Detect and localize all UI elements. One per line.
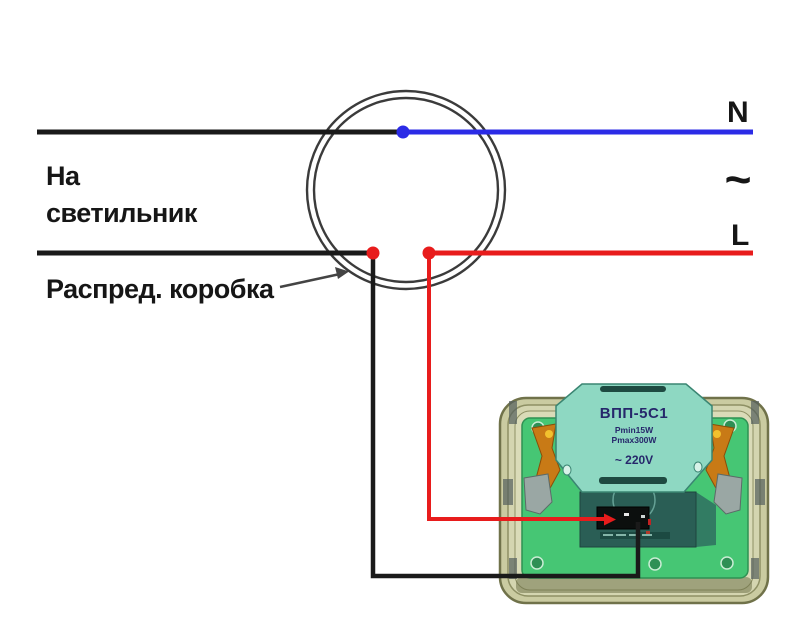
dimmer-module-body xyxy=(555,383,713,493)
copper-claw-right-highlight xyxy=(713,430,721,438)
wires xyxy=(37,129,753,579)
dimmer-pmin-text: Pmin15W xyxy=(614,425,654,435)
junction-box-circle xyxy=(305,89,507,291)
switched-wire-from-dimmer xyxy=(370,253,641,579)
dimmer-frame-brackets xyxy=(503,401,765,579)
housing-red-mark xyxy=(646,531,650,534)
line-wire-to-dimmer xyxy=(427,253,605,521)
lamp-label: На светильник xyxy=(46,158,197,232)
dimmer-device xyxy=(498,383,770,605)
metal-claw-right xyxy=(713,473,743,515)
module-bottom-slot xyxy=(599,477,667,484)
line-wire-arrowhead xyxy=(604,513,616,526)
junction-box-circle-inner xyxy=(312,96,500,284)
copper-claw-left-highlight xyxy=(545,430,553,438)
metal-claw-left xyxy=(523,473,553,515)
junction-dot-lamp xyxy=(366,246,380,260)
module-top-slot xyxy=(600,386,666,392)
dimmer-voltage-text: ~ 220V xyxy=(614,453,654,467)
junction-box-label: Распред. коробка xyxy=(46,274,274,304)
housing-side-shadow xyxy=(696,492,716,547)
line-label: L xyxy=(731,219,750,252)
neutral-label: N xyxy=(727,96,749,129)
module-hole-left xyxy=(562,464,572,476)
housing-vent-marks xyxy=(603,534,652,536)
dimmer-model-text: ВПП-5С1 xyxy=(599,405,669,422)
lamp-label-line1: На xyxy=(46,161,80,191)
junction-box-circle-outer xyxy=(305,89,507,291)
junction-dot-line xyxy=(422,246,436,260)
dimmer-markings: ВПП-5С1 Pmin15W Pmax300W ~ 220V xyxy=(556,405,712,467)
lamp-label-line2: светильник xyxy=(46,198,197,228)
junction-box-pointer-arrow xyxy=(279,267,349,289)
terminal-screws xyxy=(624,513,651,525)
dimmer-frame-bottom-shadow xyxy=(516,577,752,593)
module-hole-right xyxy=(693,461,703,473)
junction-dot-neutral xyxy=(396,125,410,139)
ac-symbol: ~ xyxy=(724,153,752,205)
dimmer-pmax-text: Pmax300W xyxy=(611,435,657,445)
